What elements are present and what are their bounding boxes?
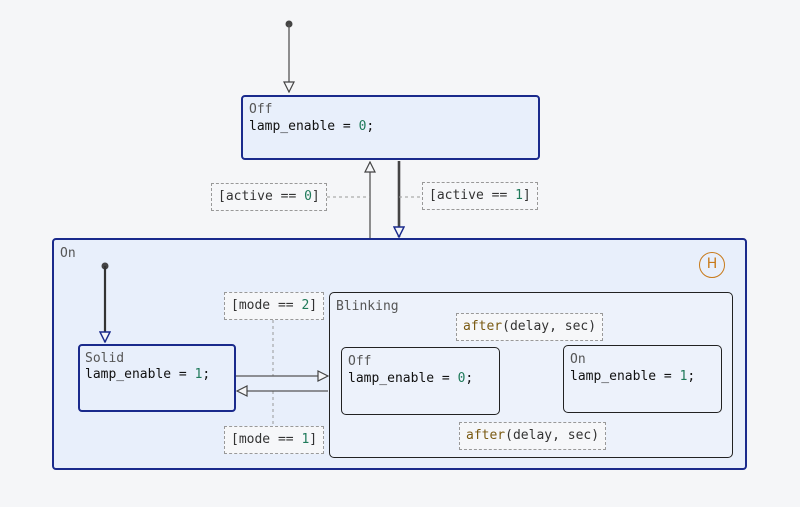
state-off-action: lamp_enable = 0; <box>249 119 375 134</box>
state-blink-off-name: Off <box>348 354 372 369</box>
state-blink-off-action: lamp_enable = 0; <box>348 371 474 386</box>
state-solid[interactable]: Solid lamp_enable = 1; <box>78 344 236 412</box>
state-off-name: Off <box>249 102 273 117</box>
state-solid-name: Solid <box>85 351 125 366</box>
state-off[interactable]: Off lamp_enable = 0; <box>241 95 540 160</box>
label-mode-2[interactable]: [mode == 2] <box>224 292 325 320</box>
label-active-0[interactable]: [active == 0] <box>211 183 327 211</box>
state-solid-action: lamp_enable = 1; <box>85 367 211 382</box>
label-after-top[interactable]: after(delay, sec) <box>456 313 604 341</box>
default-transition-off <box>286 20 293 93</box>
state-blinking-name: Blinking <box>336 299 399 314</box>
label-mode-1[interactable]: [mode == 1] <box>224 426 325 454</box>
state-blink-on-name: On <box>570 352 586 367</box>
state-blink-on[interactable]: On lamp_enable = 1; <box>563 345 722 413</box>
label-active-1[interactable]: [active == 1] <box>422 182 538 210</box>
label-after-bottom[interactable]: after(delay, sec) <box>459 422 607 450</box>
default-transition-solid <box>102 262 109 343</box>
state-blink-off[interactable]: Off lamp_enable = 0; <box>341 347 500 415</box>
state-blink-on-action: lamp_enable = 1; <box>570 369 696 384</box>
